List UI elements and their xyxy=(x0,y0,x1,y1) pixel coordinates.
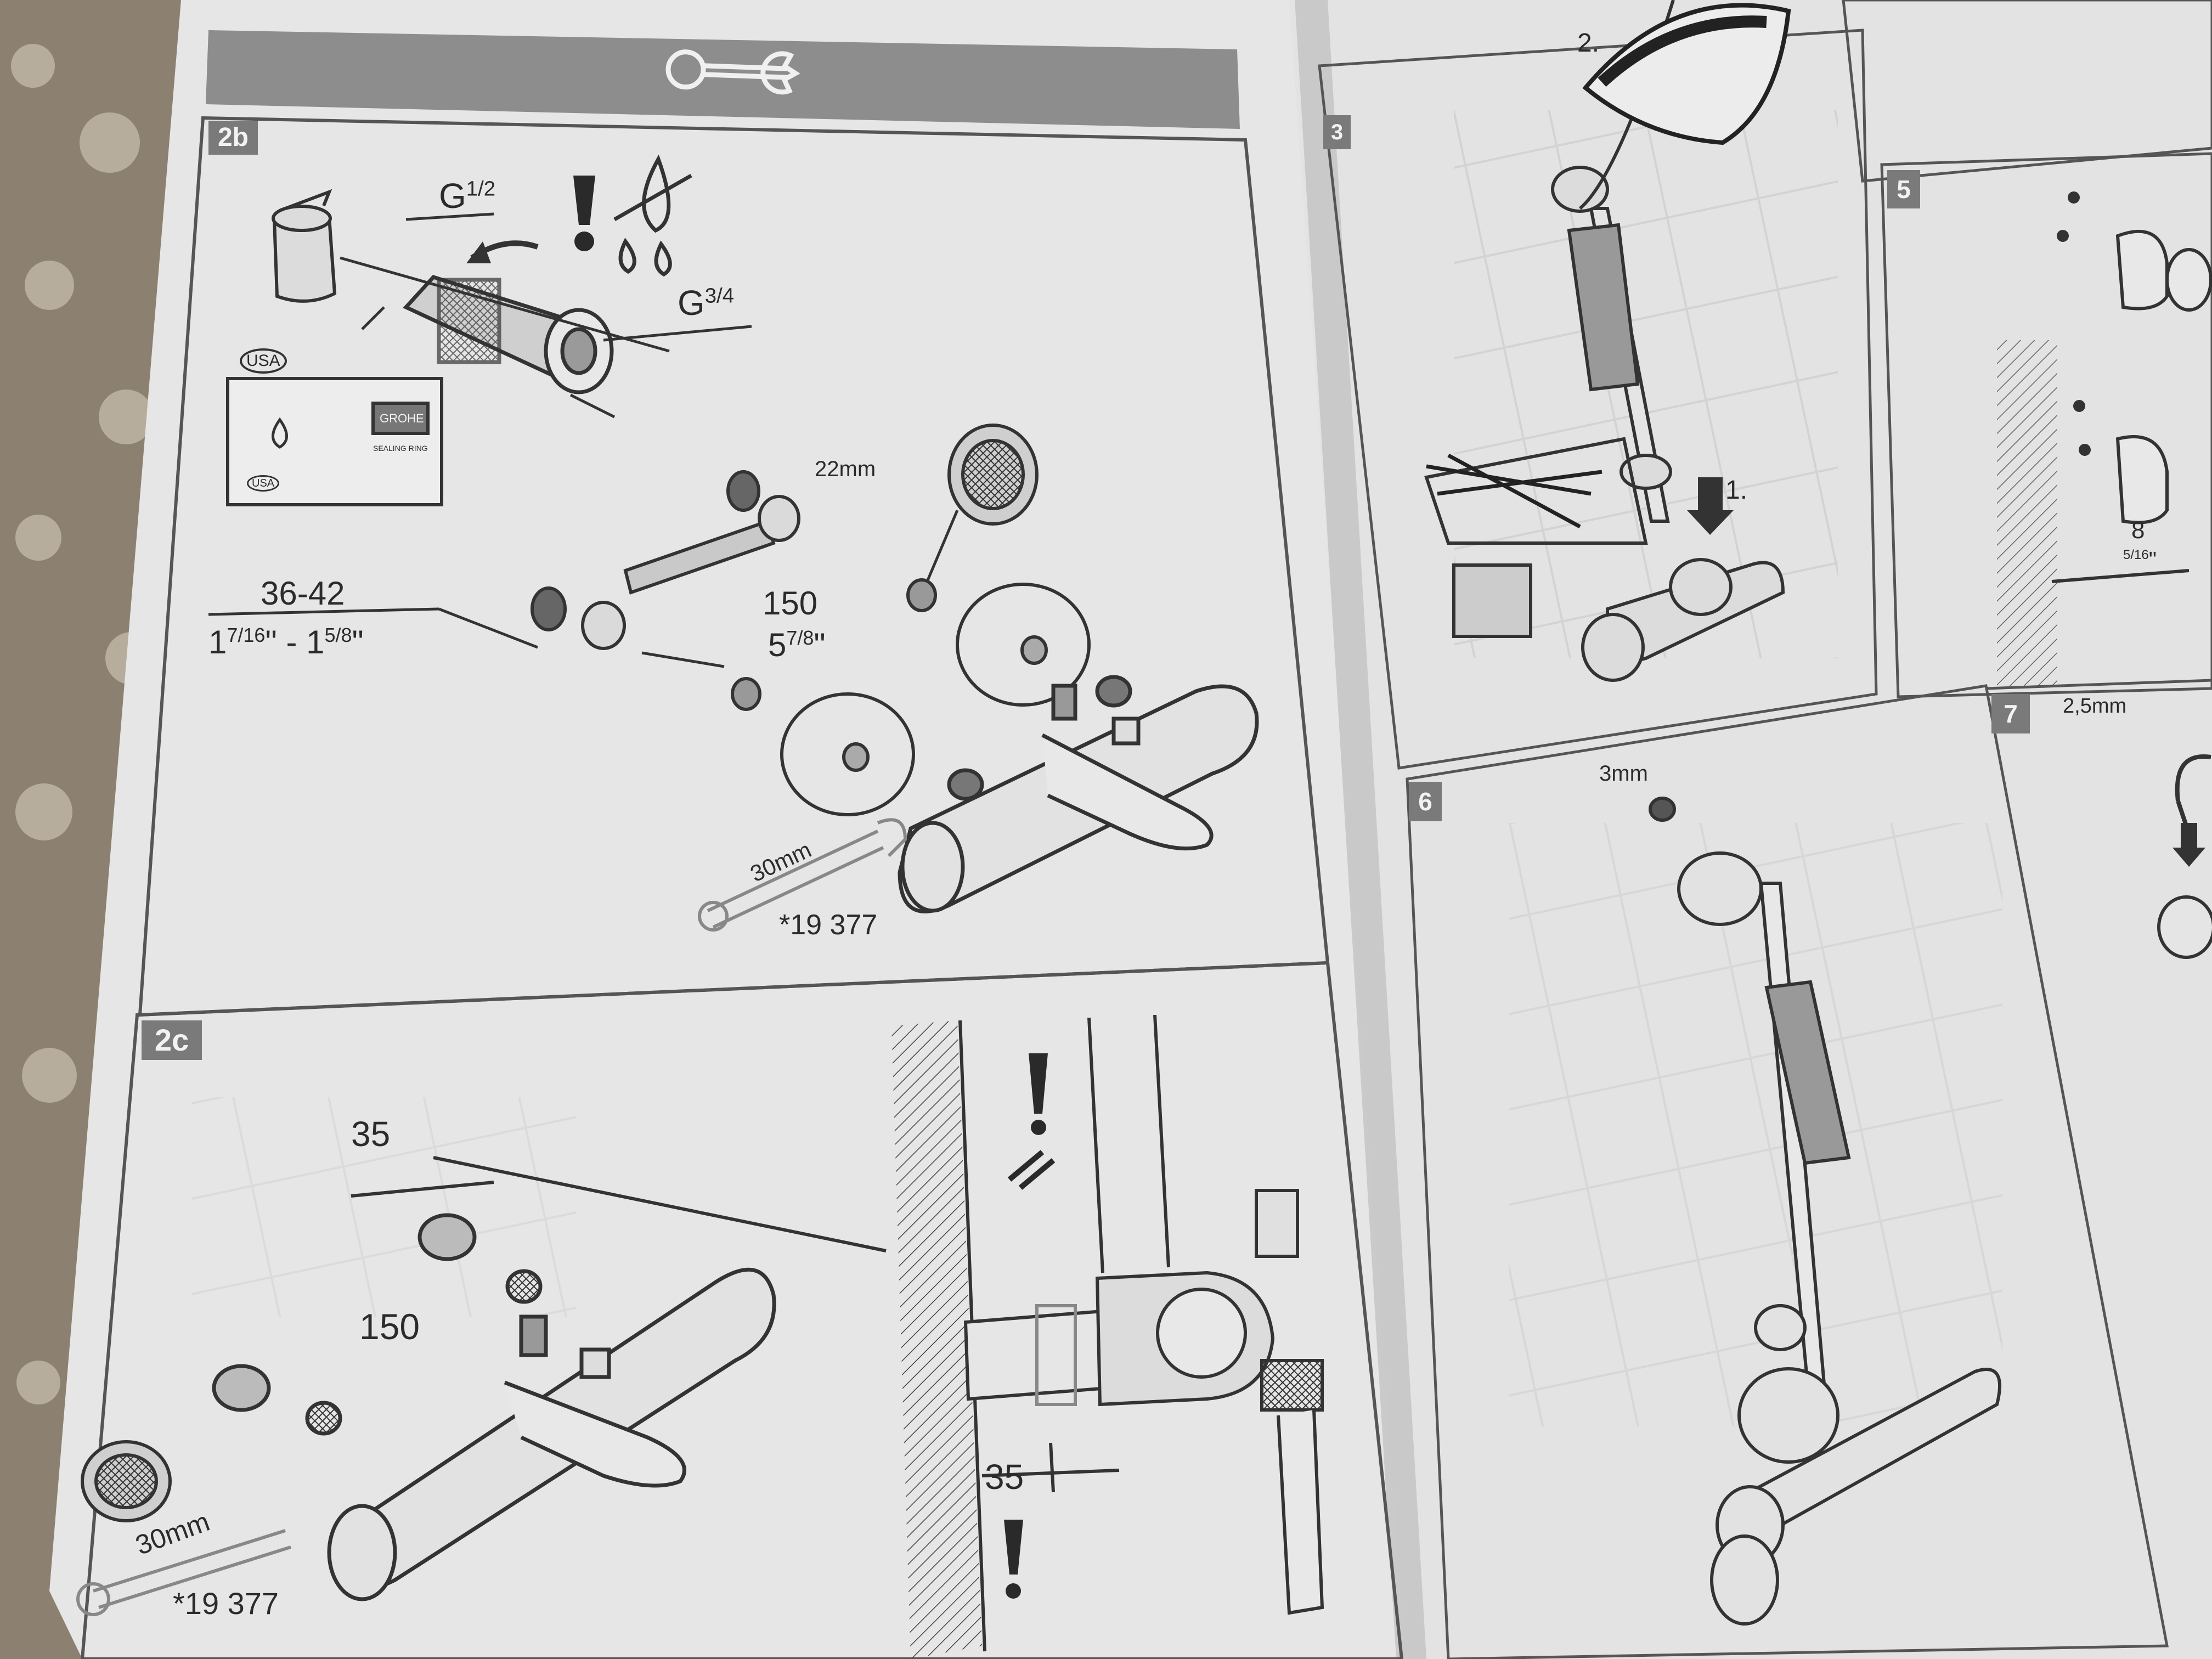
box-caption: SEALING RING xyxy=(373,444,428,453)
frame-2c xyxy=(80,961,1404,1659)
eccentric-union-right xyxy=(726,470,800,542)
drill-size-inch: 5/16" xyxy=(2123,548,2157,572)
filter-screen-round xyxy=(731,424,1039,711)
distance-inch: 57/8" xyxy=(768,627,826,663)
no-water-icon xyxy=(613,154,692,277)
step-1-label: 1. xyxy=(1725,476,1748,505)
box-brand: GROHE xyxy=(380,411,424,425)
wall-hatch-5 xyxy=(1997,340,2057,686)
thermostat-mixer-2b xyxy=(898,675,1259,913)
wrench-30mm xyxy=(698,818,907,932)
warning-icon xyxy=(573,176,595,251)
wall-rosettes xyxy=(780,583,1091,816)
range-inch: 17/16" - 15/8" xyxy=(208,624,364,661)
shower-set-6 xyxy=(1649,797,2001,1626)
usa-mark-bottom: USA xyxy=(247,475,280,492)
depth-bottom: 35 xyxy=(985,1457,1024,1497)
usa-mark-top: USA xyxy=(240,348,287,374)
pipe-section xyxy=(963,1189,1324,1615)
wall-hatch xyxy=(891,1020,982,1659)
frame-top-right xyxy=(1842,0,2212,183)
part-number: *19 377 xyxy=(779,909,878,941)
badge-2c: 2c xyxy=(142,1020,202,1060)
page-spine xyxy=(1295,0,1426,1659)
thread-size-inlet: G1/2 xyxy=(439,176,496,216)
wrench-size-22: 22mm xyxy=(815,457,876,481)
step-2-label: 2. xyxy=(1577,29,1600,58)
wall-bracket-5 xyxy=(2051,191,2212,583)
thread-size-outlet: G3/4 xyxy=(678,283,735,323)
badge-3: 3 xyxy=(1323,115,1351,149)
wrench-30mm-2c xyxy=(76,1529,291,1616)
shower-head-3 xyxy=(1582,3,1791,145)
thread-adapter xyxy=(403,274,614,394)
warning-icon-2c-top xyxy=(1007,1053,1056,1190)
shower-rail-3 xyxy=(1424,0,1785,682)
badge-5: 5 xyxy=(1887,170,1920,208)
down-arrow-3 xyxy=(1687,477,1734,535)
badge-7: 7 xyxy=(1991,694,2030,733)
badge-2b: 2b xyxy=(208,121,258,155)
badge-6: 6 xyxy=(1409,782,1442,821)
drill-size-mm: 8 xyxy=(2131,517,2145,544)
part-number-2c: *19 377 xyxy=(173,1586,279,1621)
warning-icon-2c-bottom xyxy=(1004,1520,1023,1599)
sealant-cup xyxy=(272,189,337,303)
wrench-icon xyxy=(665,49,800,95)
distance-mm-2c: 150 xyxy=(359,1306,420,1347)
distance-mm: 150 xyxy=(763,585,818,622)
depth-top: 35 xyxy=(351,1114,391,1154)
filter-screen-2c xyxy=(81,1440,172,1522)
frame-6 xyxy=(1406,684,2169,1659)
spirit-level xyxy=(623,519,776,595)
eccentric-union-left xyxy=(531,586,626,650)
down-arrow-7 xyxy=(2172,823,2205,867)
thermostat-mixer-2c xyxy=(212,1213,776,1601)
hex-key-size-7: 2,5mm xyxy=(2063,695,2127,718)
water-drop-icon xyxy=(272,417,288,449)
hex-key-size-6: 3mm xyxy=(1599,761,1648,786)
range-mm: 36-42 xyxy=(261,575,345,612)
header-bar xyxy=(206,30,1240,129)
